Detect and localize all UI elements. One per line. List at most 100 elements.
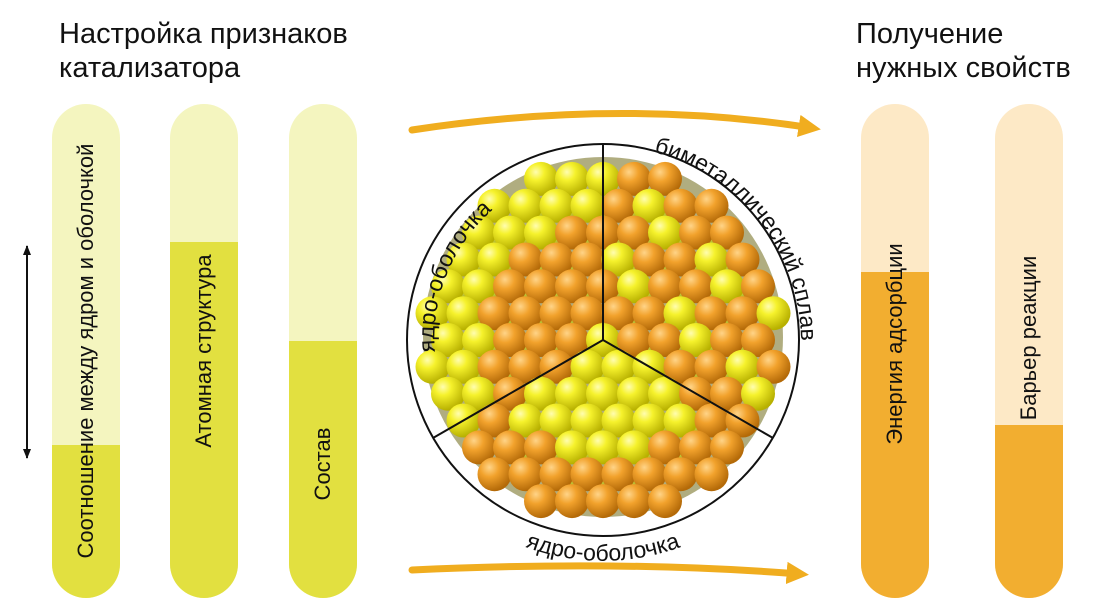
atom bbox=[415, 349, 450, 384]
atom bbox=[462, 269, 496, 304]
atom bbox=[586, 376, 620, 411]
atom bbox=[508, 188, 543, 223]
atom bbox=[508, 349, 543, 384]
atom bbox=[462, 376, 496, 411]
atom bbox=[586, 430, 620, 465]
atomic-structure-fill bbox=[170, 242, 238, 598]
atom bbox=[632, 457, 667, 492]
atom bbox=[694, 403, 729, 438]
atom bbox=[570, 296, 605, 331]
atom bbox=[694, 349, 729, 384]
atom bbox=[617, 430, 651, 465]
atom bbox=[570, 188, 605, 223]
atom bbox=[477, 242, 512, 277]
atom-cluster bbox=[415, 161, 791, 519]
atom bbox=[524, 323, 558, 357]
atom bbox=[493, 215, 527, 250]
atom bbox=[586, 484, 620, 519]
atom bbox=[632, 242, 667, 277]
atom bbox=[477, 296, 512, 331]
atom bbox=[493, 323, 527, 357]
atom bbox=[617, 376, 651, 411]
atom bbox=[508, 242, 543, 277]
atom bbox=[477, 349, 512, 384]
atom bbox=[431, 269, 465, 304]
atom bbox=[663, 188, 698, 223]
atom bbox=[663, 349, 698, 384]
atom bbox=[694, 242, 729, 277]
atom bbox=[710, 323, 744, 357]
atom bbox=[570, 349, 605, 384]
sector-divider-right bbox=[602, 339, 774, 439]
atom bbox=[710, 430, 744, 465]
atom bbox=[555, 323, 589, 357]
atom bbox=[725, 296, 760, 331]
atom bbox=[648, 161, 682, 196]
atom bbox=[741, 376, 775, 411]
atom bbox=[555, 269, 589, 304]
atom bbox=[663, 242, 698, 277]
atom bbox=[648, 323, 682, 357]
atom bbox=[725, 349, 760, 384]
atom bbox=[663, 457, 698, 492]
atom bbox=[601, 349, 636, 384]
atom bbox=[462, 323, 496, 357]
right-heading: Получение нужных свойств bbox=[856, 17, 1071, 85]
left-heading-line-1: Настройка признаков bbox=[59, 18, 348, 50]
atom bbox=[446, 349, 481, 384]
atom bbox=[632, 296, 667, 331]
atom bbox=[648, 376, 682, 411]
atom bbox=[477, 403, 512, 438]
atom bbox=[617, 215, 651, 250]
atom bbox=[648, 269, 682, 304]
atom bbox=[493, 269, 527, 304]
reaction-barrier-bar: Барьер реакции bbox=[995, 104, 1063, 598]
atom bbox=[524, 430, 558, 465]
atom bbox=[648, 215, 682, 250]
atom bbox=[477, 188, 512, 223]
atom bbox=[617, 323, 651, 357]
atomic-structure-bar: Атомная структура bbox=[170, 104, 238, 598]
atom bbox=[477, 457, 512, 492]
atom bbox=[570, 457, 605, 492]
atom bbox=[663, 296, 698, 331]
atom bbox=[663, 403, 698, 438]
composition-fill bbox=[289, 341, 357, 598]
core-shell-ratio-bar: Соотношение между ядром и оболочкой bbox=[52, 104, 120, 598]
atom bbox=[725, 242, 760, 277]
atom bbox=[508, 457, 543, 492]
atom bbox=[539, 457, 574, 492]
atom bbox=[446, 296, 481, 331]
atom bbox=[570, 403, 605, 438]
atom bbox=[741, 269, 775, 304]
atom bbox=[539, 403, 574, 438]
atom bbox=[555, 161, 589, 196]
left-heading: Настройка признаков катализатора bbox=[59, 17, 348, 85]
atom bbox=[524, 376, 558, 411]
svg-text:ядро-оболочка: ядро-оболочка bbox=[524, 527, 683, 566]
atom bbox=[694, 188, 729, 223]
adsorption-energy-bar: Энергия адсорбции bbox=[861, 104, 929, 598]
atom bbox=[462, 215, 496, 250]
atom bbox=[617, 269, 651, 304]
atom bbox=[601, 242, 636, 277]
atom bbox=[493, 430, 527, 465]
atom bbox=[508, 296, 543, 331]
atom bbox=[679, 430, 713, 465]
atom bbox=[648, 430, 682, 465]
left-heading-line-2: катализатора bbox=[59, 52, 241, 84]
atom bbox=[632, 403, 667, 438]
atom bbox=[508, 403, 543, 438]
top-flow-arrow bbox=[408, 109, 821, 137]
atom bbox=[741, 323, 775, 357]
atom bbox=[431, 323, 465, 357]
atom bbox=[648, 484, 682, 519]
atom bbox=[539, 188, 574, 223]
atom bbox=[570, 242, 605, 277]
right-heading-line-2: нужных свойств bbox=[856, 52, 1071, 84]
atom bbox=[431, 376, 465, 411]
adsorption-energy-fill bbox=[861, 271, 929, 598]
atom bbox=[415, 296, 450, 331]
atom bbox=[679, 323, 713, 357]
